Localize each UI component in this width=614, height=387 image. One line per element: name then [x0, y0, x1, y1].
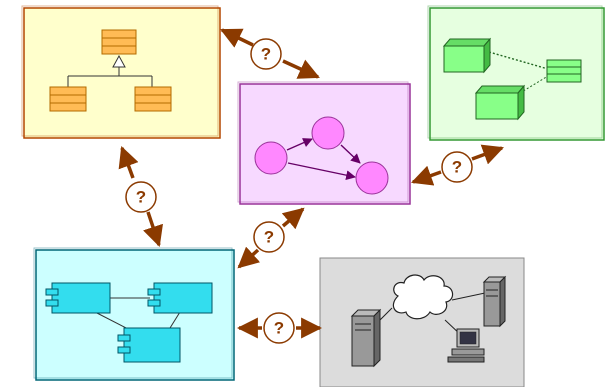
node-box-bottom — [474, 84, 526, 121]
state-edges — [286, 138, 361, 180]
component-box-right — [147, 282, 213, 314]
connector-graph-to-component: ? — [237, 207, 305, 269]
node-box-top — [442, 37, 492, 74]
connector-class-to-component: ? — [118, 146, 163, 247]
connector-label: ? — [261, 45, 271, 64]
connector-label: ? — [452, 158, 462, 177]
subclass-box-right — [134, 86, 172, 112]
connector-class-to-graph: ? — [220, 28, 320, 79]
workstation-icon — [447, 328, 485, 363]
server-left-icon — [350, 308, 382, 368]
connector-component-to-network: ? — [236, 312, 323, 344]
state-node-left — [254, 141, 288, 175]
state-node-right — [355, 161, 389, 195]
component-box-bottom — [117, 327, 181, 363]
component-panel — [33, 247, 235, 381]
connector-label: ? — [136, 188, 146, 207]
state-graph-panel — [237, 81, 411, 205]
class-diagram-panel — [21, 5, 221, 139]
server-right-icon — [482, 275, 507, 328]
state-node-top — [311, 116, 345, 150]
superclass-box — [101, 29, 137, 55]
deployment-panel — [427, 5, 605, 141]
network-panel — [319, 257, 525, 387]
connector-label: ? — [274, 319, 284, 338]
inheritance-triangle-icon — [112, 54, 126, 68]
subclass-box-left — [49, 86, 87, 112]
connector-label: ? — [264, 228, 274, 247]
connector-graph-to-deployment: ? — [411, 144, 504, 186]
deployment-class-box — [546, 59, 582, 83]
inheritance-lines — [67, 67, 153, 87]
cloud-icon — [392, 274, 454, 320]
component-links — [94, 297, 181, 331]
component-box-left — [45, 282, 111, 314]
deployment-link-2 — [519, 75, 549, 94]
